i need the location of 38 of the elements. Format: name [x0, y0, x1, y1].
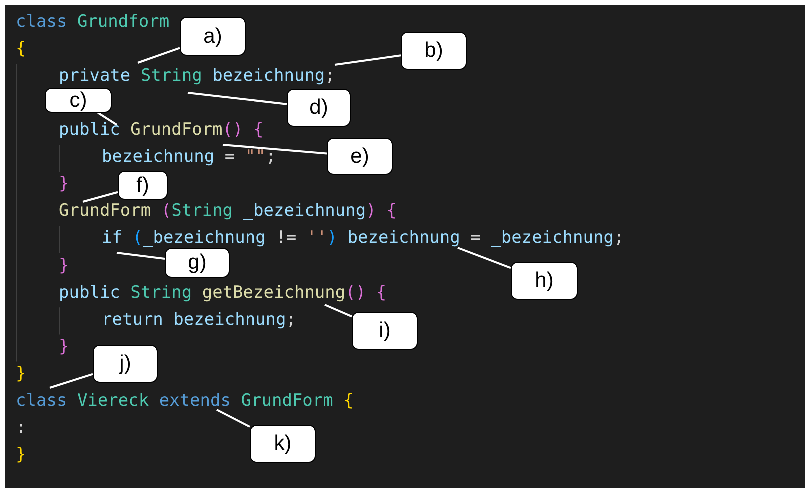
callout-label: h) [511, 262, 578, 300]
code-line: class Grundform [16, 10, 170, 34]
code-line: } [59, 334, 70, 359]
code-line: : [16, 416, 26, 440]
callout-label: b) [401, 32, 467, 70]
leader-line [50, 373, 94, 389]
code-line: public GrundForm() { [59, 118, 264, 142]
code-line: } [59, 172, 70, 196]
leader-line [188, 92, 288, 106]
callout-label: j) [93, 345, 158, 383]
code-line: bezeichnung = ""; [102, 145, 276, 170]
leader-line [222, 144, 328, 155]
leader-line [98, 112, 118, 126]
callout-label: e) [327, 138, 393, 175]
leader-line [324, 304, 352, 318]
callout-label: d) [287, 89, 351, 127]
callout-label: f) [118, 171, 168, 200]
callout-label: k) [250, 425, 316, 463]
callout-label: c) [45, 88, 112, 113]
leader-line [116, 252, 166, 260]
code-line: GrundForm (String _bezeichnung) { [59, 199, 397, 224]
code-line: private String bezeichnung; [59, 64, 336, 88]
code-line: } [59, 254, 70, 278]
callout-label: g) [165, 248, 230, 278]
code-line: } [16, 362, 26, 386]
callout-label: i) [352, 312, 418, 350]
code-line: return bezeichnung; [102, 308, 297, 332]
leader-line [82, 191, 118, 203]
code-line: class Viereck extends GrundForm { [16, 388, 354, 413]
leader-line [334, 54, 402, 66]
leader-line [138, 47, 180, 64]
code-line: } [16, 442, 26, 467]
callout-label: a) [180, 17, 246, 56]
leader-line [458, 247, 512, 270]
code-line: if (_bezeichnung != '') bezeichnung = _bezeichnung; [102, 226, 624, 250]
code-line: { [16, 37, 26, 62]
code-line: public String getBezeichnung() { [59, 280, 387, 305]
leader-line [216, 409, 250, 428]
